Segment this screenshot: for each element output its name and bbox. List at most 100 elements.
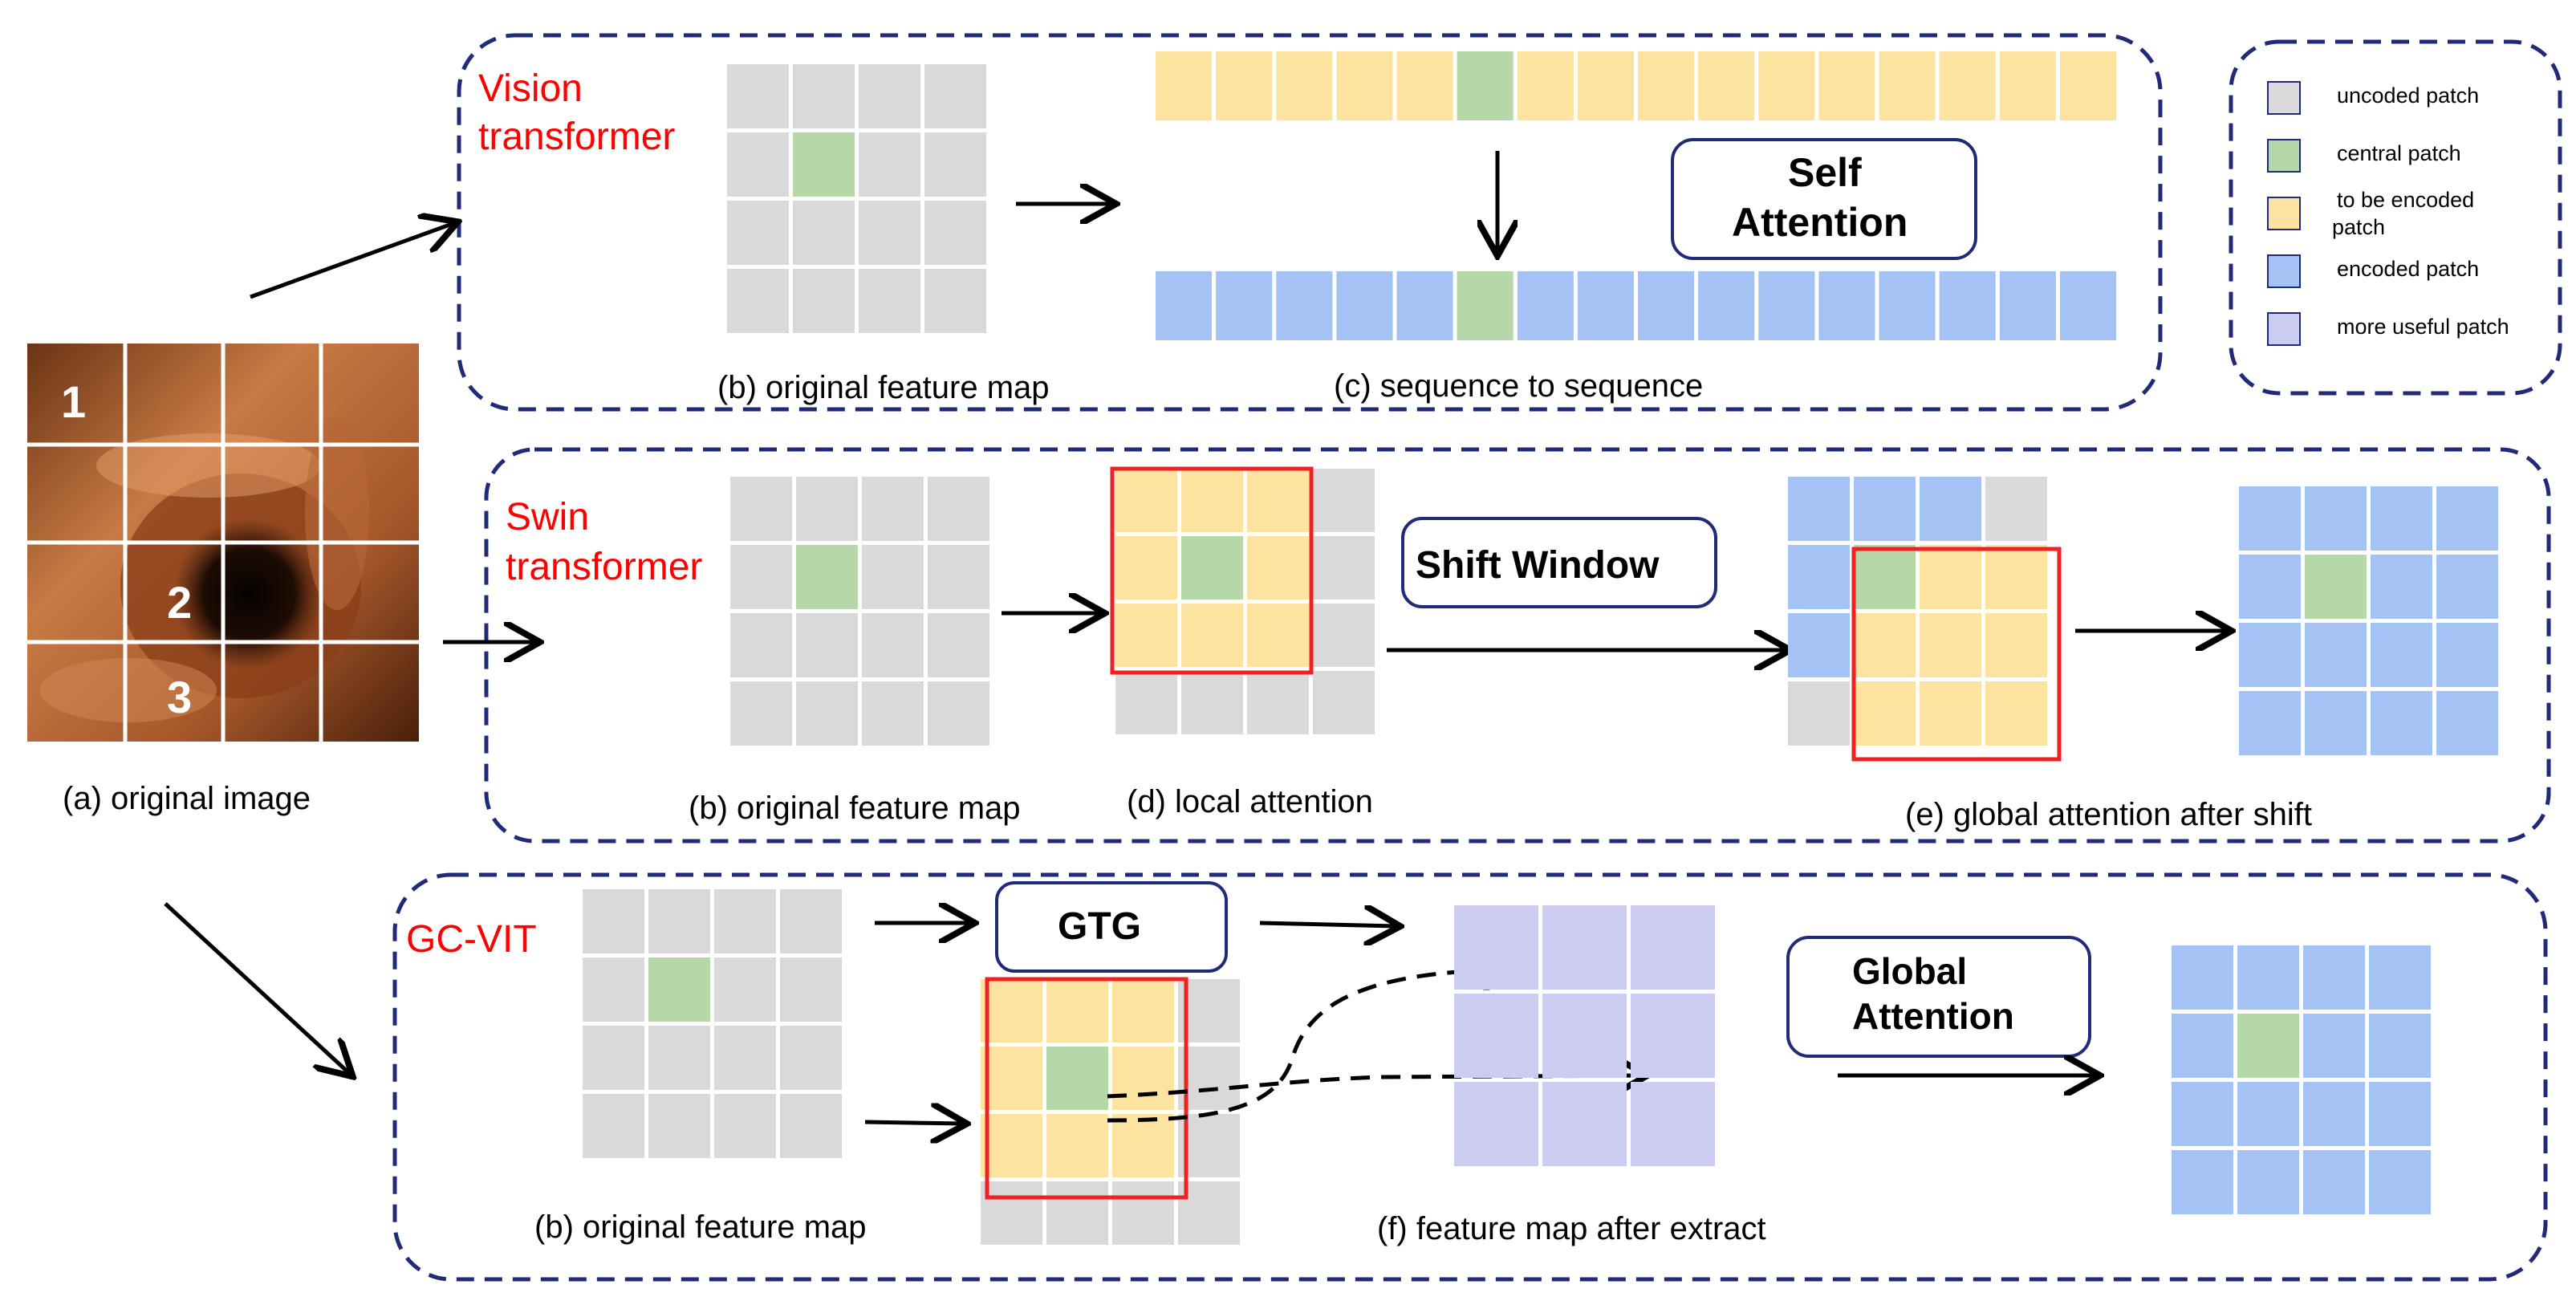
patch-uncoded	[1178, 1181, 1240, 1245]
patch-encoded	[2305, 691, 2367, 755]
gcvit-feature-map-caption: (b) original feature map	[534, 1209, 867, 1245]
vit-sequence-caption: (c) sequence to sequence	[1334, 368, 1703, 404]
gtg-label: GTG	[1058, 905, 1141, 948]
gcvit-global-grid	[2172, 945, 2431, 1214]
legend-panel	[2229, 39, 2562, 396]
patch-encoded	[2237, 1082, 2299, 1146]
patch-uncoded	[859, 269, 920, 333]
patch-more-useful	[1454, 994, 1538, 1078]
arrow-to-gcvit	[164, 902, 350, 1074]
patch-central	[1181, 536, 1243, 600]
sequence-patch-to-be-encoded	[1999, 51, 2056, 120]
patch-uncoded	[714, 1094, 776, 1158]
sequence-patch-encoded	[1758, 271, 1815, 340]
patch-uncoded	[1985, 477, 2047, 541]
patch-uncoded	[1178, 1114, 1240, 1177]
legend-label: uncoded patch	[2337, 83, 2479, 108]
gcvit-panel	[392, 872, 2548, 1282]
patch-to-be-encoded	[1854, 681, 1916, 746]
vit-title-line1: Vision	[478, 67, 583, 110]
swin-feature-map	[730, 477, 989, 746]
patch-encoded	[2172, 945, 2233, 1010]
sequence-patch-encoded	[1638, 271, 1695, 340]
sequence-patch-to-be-encoded	[1818, 51, 1875, 120]
self-attention-box	[1671, 138, 1977, 260]
sequence-patch-to-be-encoded	[1276, 51, 1333, 120]
patch-encoded	[2303, 1082, 2365, 1146]
extracted-feature-map-caption: (f) feature map after extract	[1377, 1211, 1766, 1246]
patch-uncoded	[727, 269, 789, 333]
patch-encoded	[2239, 555, 2301, 619]
legend-swatch-uncoded	[2267, 81, 2301, 115]
patch-uncoded	[1313, 469, 1375, 532]
patch-to-be-encoded	[1247, 536, 1309, 600]
patch-to-be-encoded	[1854, 613, 1916, 677]
patch-uncoded	[862, 477, 924, 541]
original-image: 1 2 3	[27, 343, 419, 742]
patch-uncoded	[859, 201, 920, 265]
shifted-window-outline	[1851, 547, 2062, 762]
patch-more-useful	[1542, 1082, 1627, 1166]
sequence-patch-encoded	[1939, 271, 1996, 340]
arrow-map-to-window	[864, 1122, 963, 1124]
local-window-outline	[1110, 466, 1314, 675]
patch-uncoded	[583, 1094, 644, 1158]
patch-to-be-encoded	[1247, 604, 1309, 667]
patch-to-be-encoded	[1920, 681, 1981, 746]
sequence-patch-encoded	[1577, 271, 1634, 340]
patch-encoded	[2436, 486, 2498, 551]
sequence-patch-to-be-encoded	[1939, 51, 1996, 120]
sequence-patch-encoded	[1517, 271, 1574, 340]
patch-uncoded	[714, 957, 776, 1022]
patch-encoded	[2371, 623, 2432, 687]
legend-swatch-central	[2267, 139, 2301, 173]
patch-uncoded	[796, 477, 858, 541]
patch-encoded	[2172, 1150, 2233, 1214]
patch-uncoded	[859, 64, 920, 128]
sequence-patch-encoded	[1698, 271, 1755, 340]
swin-title-line2: transformer	[506, 546, 702, 588]
patch-uncoded	[928, 477, 989, 541]
patch-encoded	[2369, 945, 2431, 1010]
patch-uncoded	[727, 201, 789, 265]
patch-more-useful	[1454, 905, 1538, 990]
sequence-patch-encoded	[1879, 271, 1936, 340]
patch-encoded	[2369, 1150, 2431, 1214]
local-attention-caption: (d) local attention	[1127, 784, 1373, 819]
sequence-patch-to-be-encoded	[1156, 51, 1213, 120]
patch-uncoded	[780, 889, 842, 953]
patch-encoded	[2237, 1150, 2299, 1214]
patch-central	[793, 132, 855, 197]
swin-title-line1: Swin	[506, 496, 589, 539]
patch-uncoded	[1247, 671, 1309, 734]
patch-encoded	[2172, 1082, 2233, 1146]
patch-uncoded	[714, 889, 776, 953]
patch-more-useful	[1631, 1082, 1715, 1166]
patch-uncoded	[780, 1094, 842, 1158]
patch-uncoded	[928, 545, 989, 609]
sequence-patch-encoded	[2059, 271, 2116, 340]
patch-central	[796, 545, 858, 609]
patch-uncoded	[730, 545, 792, 609]
patch-more-useful	[1542, 994, 1627, 1078]
patch-central	[648, 957, 710, 1022]
patch-uncoded	[730, 477, 792, 541]
patch-to-be-encoded	[981, 1047, 1042, 1110]
patch-to-be-encoded	[1115, 604, 1177, 667]
sequence-patch-central	[1457, 271, 1514, 340]
sequence-patch-to-be-encoded	[1698, 51, 1755, 120]
legend-label: more useful patch	[2337, 315, 2509, 339]
patch-more-useful	[1631, 994, 1715, 1078]
patch-uncoded	[1788, 681, 1850, 746]
legend-swatch-more-useful	[2267, 312, 2301, 346]
patch-uncoded	[583, 889, 644, 953]
patch-encoded	[1854, 477, 1916, 541]
patch-uncoded	[796, 681, 858, 746]
arrow-gtg-to-extract	[1259, 923, 1396, 926]
image-patch-number-2: 2	[167, 577, 192, 628]
legend-label: to be encoded	[2337, 188, 2474, 212]
patch-uncoded	[1313, 604, 1375, 667]
patch-central	[2305, 555, 2367, 619]
